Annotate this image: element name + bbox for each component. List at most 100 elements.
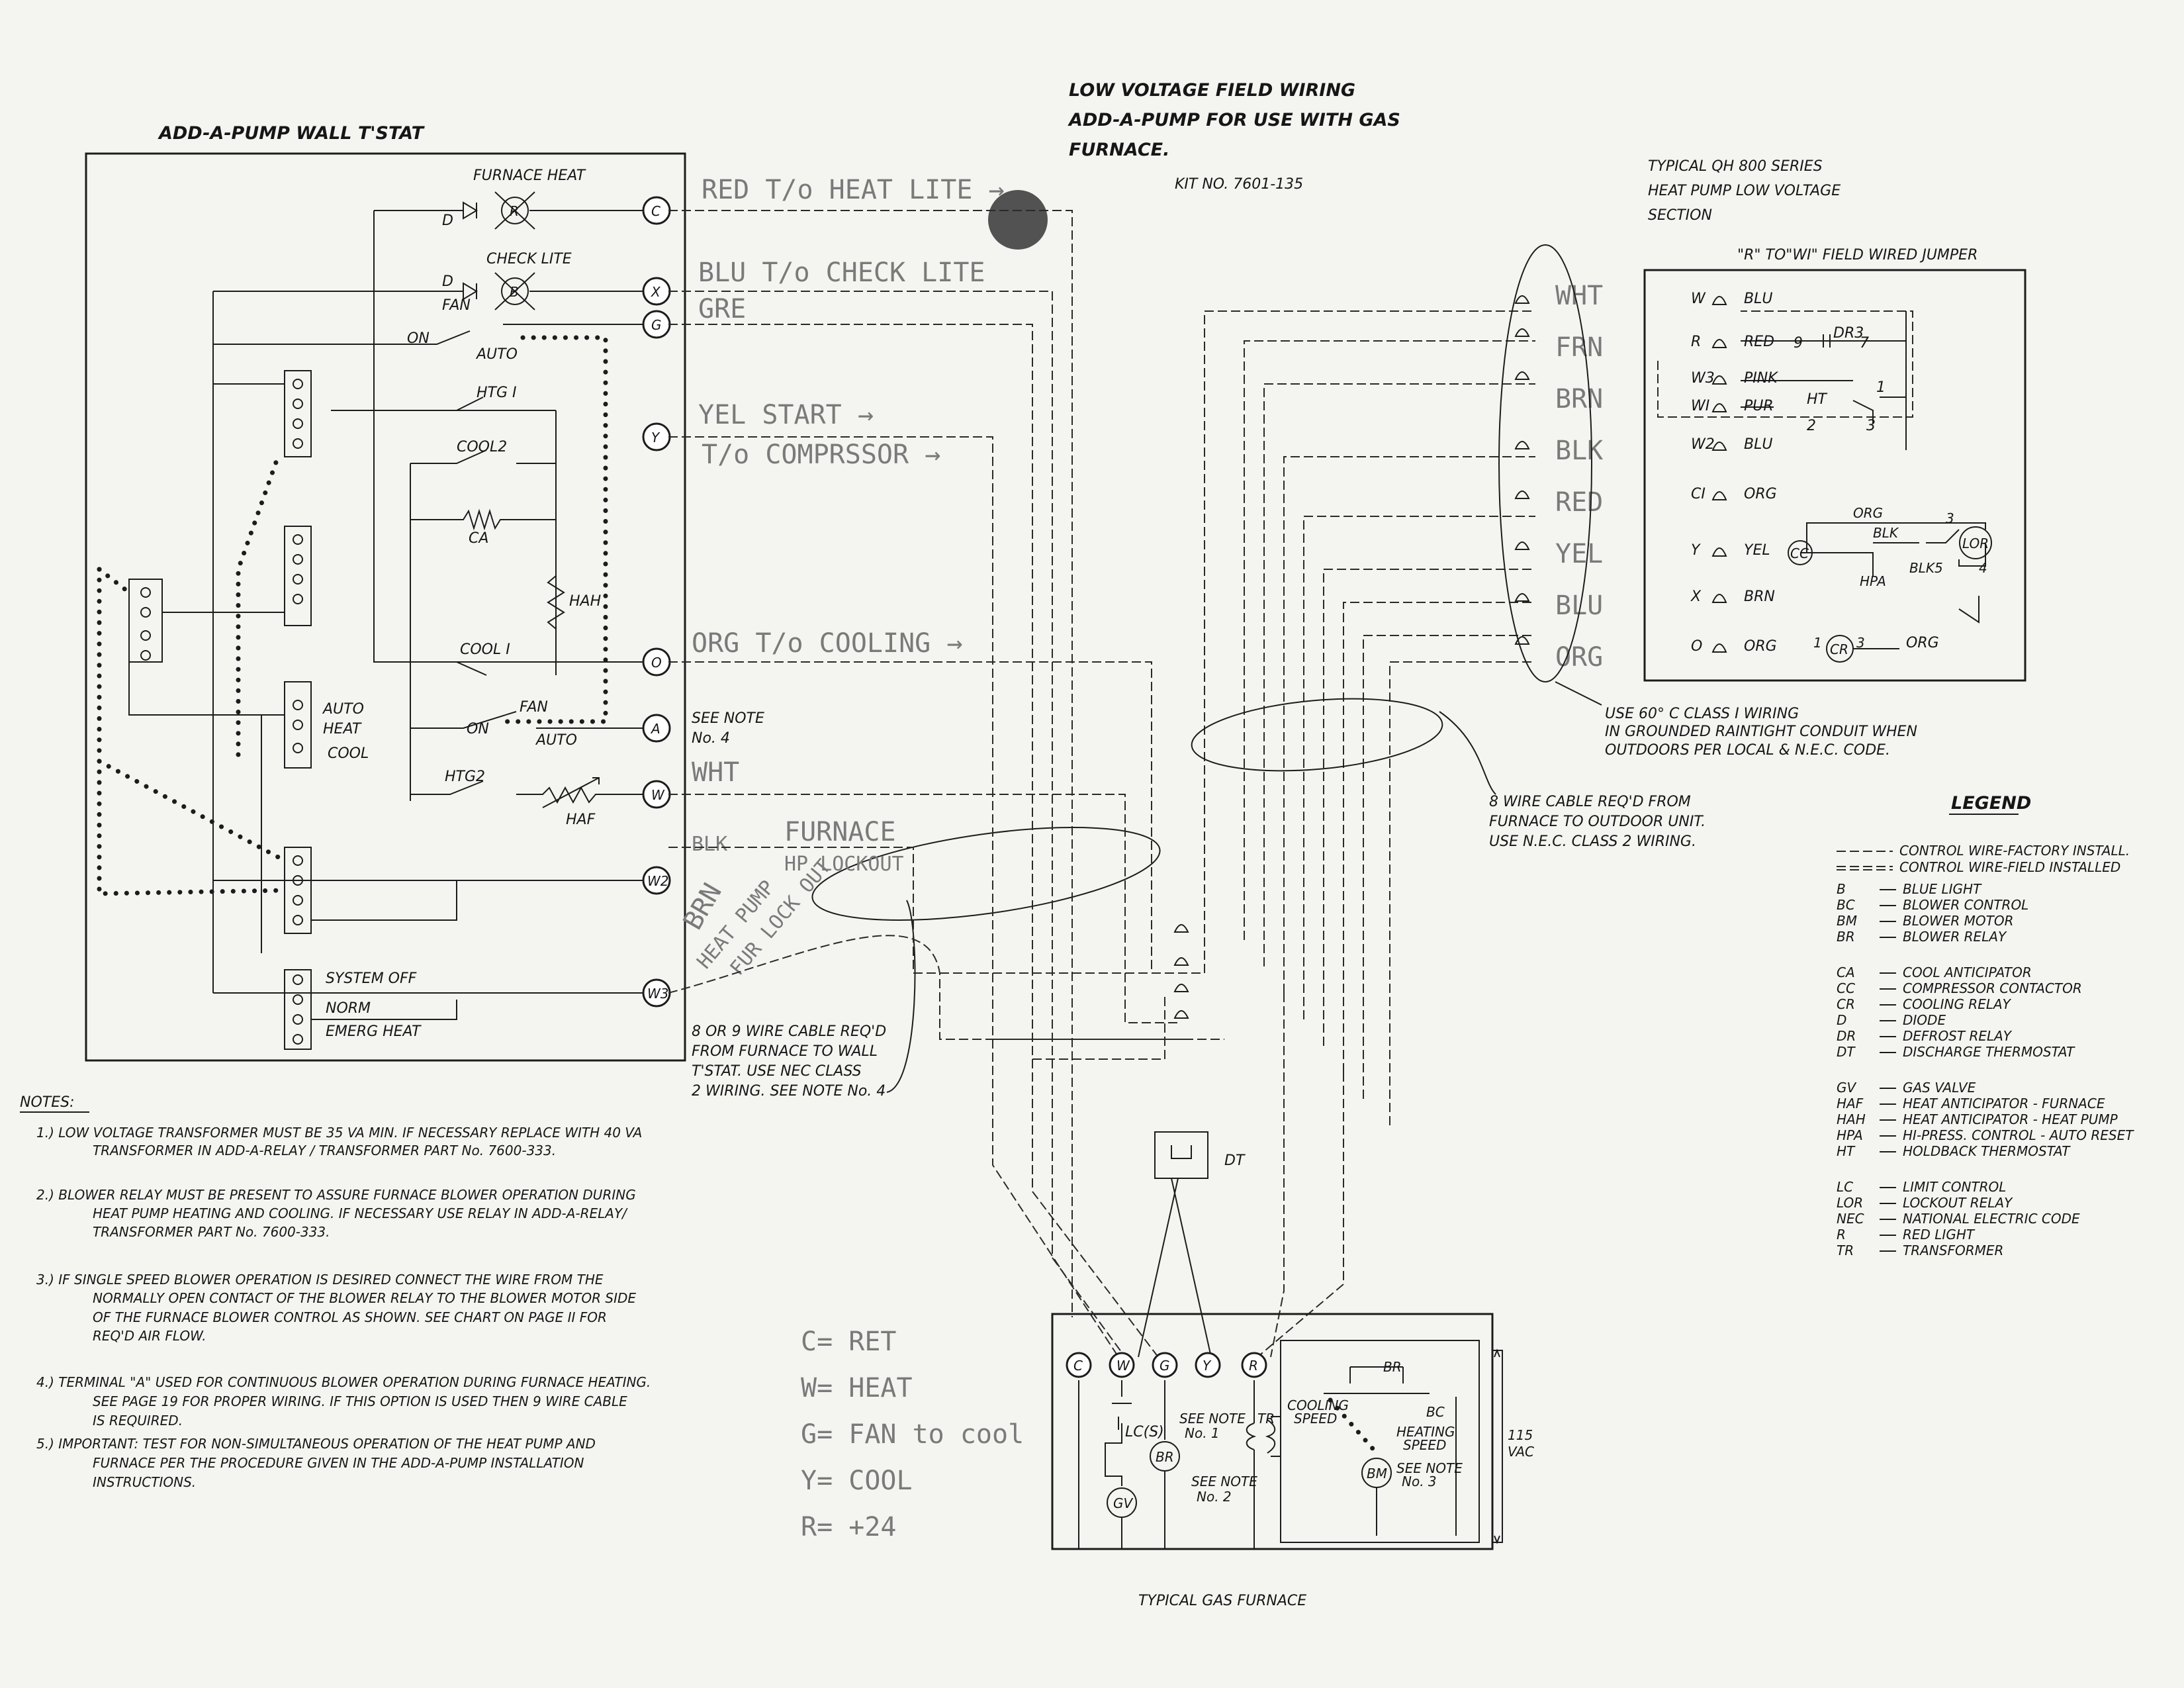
legend-abbr: HAF <box>1837 1096 1864 1111</box>
note-line: 1.) LOW VOLTAGE TRANSFORMER MUST BE 35 V… <box>36 1125 642 1141</box>
wire-nut-icon <box>1514 636 1530 645</box>
tstat-title: ADD-A-PUMP WALL T'STAT <box>158 123 426 144</box>
terminal-label: W <box>651 787 665 803</box>
furnace-terminal-w: W <box>1109 1352 1135 1378</box>
f-115: 115 <box>1508 1427 1533 1443</box>
label-cool1: COOL I <box>460 641 510 658</box>
switch-block-2 <box>284 526 312 626</box>
cable9-leader <box>886 900 916 1093</box>
legend-desc: BLUE LIGHT <box>1903 881 1982 897</box>
legend-abbr: DT <box>1837 1044 1856 1060</box>
hp-h1: 1 <box>1876 379 1886 396</box>
legend-entry: HAH HEAT ANTICIPATOR - HEAT PUMP <box>1837 1111 2118 1127</box>
legend-abbr: LOR <box>1837 1195 1863 1211</box>
label-furnace-heat: FURNACE HEAT <box>473 167 586 184</box>
wire-nut-icon <box>1514 593 1530 602</box>
f-bm: BM <box>1367 1466 1387 1481</box>
wall-thermostat: R FURNACE HEAT D B CHECK LITE D FAN ON A… <box>85 152 686 1062</box>
terminal-circle <box>1195 1352 1221 1378</box>
legend-desc: LIMIT CONTROL <box>1903 1179 2006 1195</box>
tstat-terminal-a: A <box>642 714 671 743</box>
cable9-3: T'STAT. USE NEC CLASS <box>692 1063 862 1080</box>
furnace-terminal-g: G <box>1152 1352 1178 1378</box>
legend-desc: HEAT ANTICIPATOR - FURNACE <box>1903 1096 2105 1111</box>
hw-cable-color: WHT <box>1555 281 1603 311</box>
hp-lor: LOR <box>1962 536 1989 551</box>
class1-1: USE 60° C CLASS I WIRING <box>1605 706 1799 722</box>
cc-coil-icon <box>1788 540 1813 565</box>
hp-dr3: DR3 <box>1833 325 1864 342</box>
hp-row-color: ORG <box>1744 486 1777 502</box>
terminal-label: C <box>1073 1358 1083 1374</box>
hw-note: R= +24 <box>801 1512 897 1542</box>
legend-abbr: BM <box>1837 913 1857 929</box>
legend-abbr: GV <box>1837 1080 1856 1096</box>
hw-hplock: HP LOCKOUT <box>784 853 904 876</box>
hw-org: ORG T/o COOLING → <box>692 628 962 659</box>
hw-wht: WHT <box>692 757 739 788</box>
label-d1: D <box>442 212 453 229</box>
wire-nut-icon <box>1514 441 1530 449</box>
wire-cable-4 <box>1303 516 1535 1019</box>
terminal-label: O <box>651 655 662 671</box>
f-speed: SPEED <box>1294 1411 1337 1427</box>
legend-desc: HEAT ANTICIPATOR - HEAT PUMP <box>1903 1111 2118 1127</box>
f-tr: TR <box>1257 1411 1275 1427</box>
f-sn3b: No. 3 <box>1402 1474 1437 1489</box>
cool-anticipator <box>410 508 556 531</box>
legend-abbr: CR <box>1837 996 1855 1012</box>
label-haf: HAF <box>566 812 596 828</box>
legend-line-label: CONTROL WIRE-FIELD INSTALLED <box>1899 859 2120 875</box>
note-line: 3.) IF SINGLE SPEED BLOWER OPERATION IS … <box>36 1272 604 1288</box>
legend-abbr: B <box>1837 881 1846 897</box>
legend-abbr: HAH <box>1837 1111 1866 1127</box>
diode-icon <box>463 201 478 220</box>
f-cooling: COOLING <box>1287 1397 1349 1413</box>
title-line-3: FURNACE. <box>1069 140 1169 160</box>
ink-blot <box>988 190 1048 250</box>
tstat-terminal-w3: W3 <box>642 978 671 1008</box>
wire-nuts <box>1173 295 1530 1019</box>
switch-block-5 <box>284 969 312 1050</box>
f-sn2: SEE NOTE <box>1191 1474 1257 1489</box>
hw-red: RED T/o HEAT LITE → <box>702 175 1005 205</box>
f-sn2b: No. 2 <box>1197 1489 1232 1505</box>
legend-desc: NATIONAL ELECTRIC CODE <box>1903 1211 2080 1227</box>
legend-abbr: CA <box>1837 964 1855 980</box>
hp-row-color: ORG <box>1744 638 1777 655</box>
label-fan-top: FAN <box>442 297 471 314</box>
label-cool2: COOL2 <box>457 439 507 455</box>
hp-ht: HT <box>1807 391 1828 408</box>
class1-2: IN GROUNDED RAINTIGHT CONDUIT WHEN <box>1605 724 1917 740</box>
hw-yel2: T/o COMPRSSOR → <box>702 440 940 470</box>
legend-desc: BLOWER RELAY <box>1903 929 2007 945</box>
terminal-label: C <box>651 203 660 219</box>
legend-desc: COMPRESSOR CONTACTOR <box>1903 980 2082 996</box>
hp-row-terminal: Y <box>1691 542 1701 559</box>
cable9-2: FROM FURNACE TO WALL <box>692 1043 878 1060</box>
legend-abbr: BC <box>1837 897 1855 913</box>
legend: LEGEND CONTROL WIRE-FACTORY INSTALL.CONT… <box>1837 793 2134 1258</box>
transformer-coil-left <box>1246 1423 1257 1450</box>
kit-number: KIT NO. 7601-135 <box>1175 176 1303 193</box>
furnace-title: TYPICAL GAS FURNACE <box>1138 1593 1306 1609</box>
hp-row-terminal: W3 <box>1691 370 1715 387</box>
legend-desc: DISCHARGE THERMOSTAT <box>1903 1044 2075 1060</box>
wire-nut-icon <box>1173 957 1189 966</box>
hw-furnace: FURNACE <box>784 817 896 847</box>
note-line: IS REQUIRED. <box>93 1413 183 1429</box>
legend-entry: DT DISCHARGE THERMOSTAT <box>1837 1044 2075 1060</box>
terminal-circle <box>642 866 671 895</box>
furnace-outline <box>1051 1313 1494 1550</box>
legend-desc: COOLING RELAY <box>1903 996 2012 1012</box>
